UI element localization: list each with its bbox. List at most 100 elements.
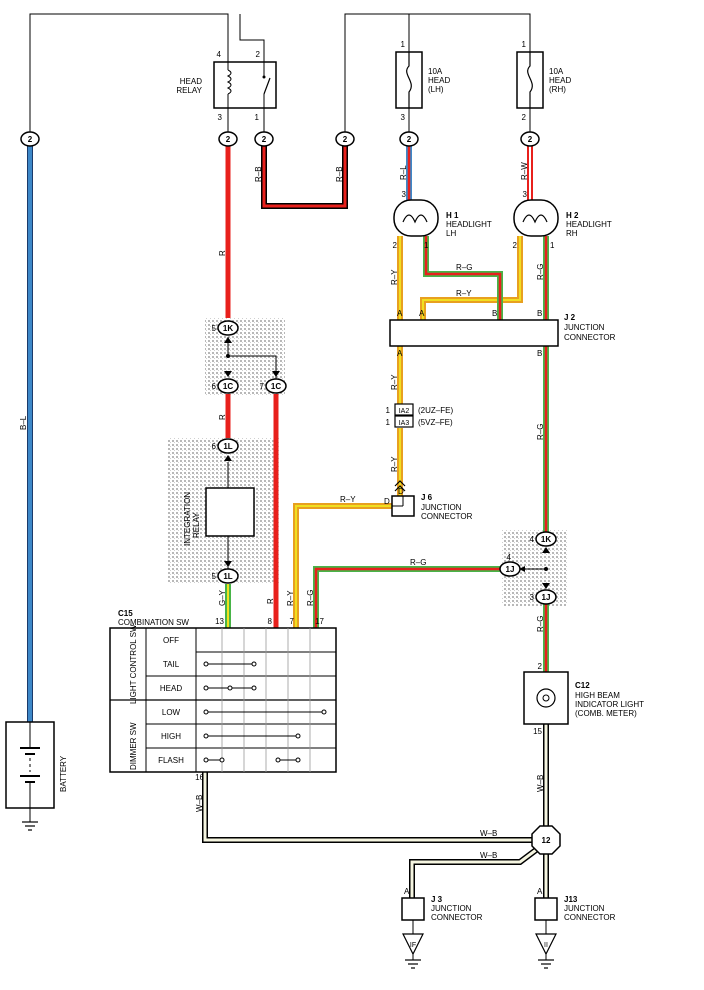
- svg-text:H 2: H 2: [566, 211, 579, 220]
- svg-text:HIGH: HIGH: [161, 732, 181, 741]
- svg-text:IA3: IA3: [399, 420, 410, 427]
- svg-text:LIGHT CONTROL SW: LIGHT CONTROL SW: [129, 624, 138, 704]
- svg-text:5: 5: [212, 324, 217, 333]
- svg-text:H 1: H 1: [446, 211, 459, 220]
- svg-text:A: A: [419, 309, 425, 318]
- battery: BATTERY: [5, 721, 68, 831]
- svg-text:J13: J13: [564, 895, 578, 904]
- svg-text:CONNECTOR: CONNECTOR: [564, 913, 616, 922]
- svg-text:R: R: [218, 414, 227, 420]
- svg-text:1C: 1C: [223, 382, 233, 391]
- svg-text:CONNECTOR: CONNECTOR: [421, 512, 473, 521]
- svg-text:B: B: [492, 309, 497, 318]
- connector-1j-3: 1J: [535, 589, 557, 605]
- wire-r-g: [313, 236, 549, 672]
- svg-text:1: 1: [386, 406, 391, 415]
- svg-text:7: 7: [260, 382, 265, 391]
- svg-text:3: 3: [523, 190, 528, 199]
- pin-numbers: 5 6 7 6 5 4 4 3 13 8 7 17 16 2 15: [195, 324, 542, 782]
- svg-text:CONNECTOR: CONNECTOR: [564, 333, 616, 342]
- head-relay: HEAD RELAY 4 2 3 1: [176, 50, 277, 122]
- svg-text:1K: 1K: [223, 324, 233, 333]
- svg-text:J 6: J 6: [421, 493, 433, 502]
- svg-text:INDICATOR LIGHT: INDICATOR LIGHT: [575, 700, 644, 709]
- svg-text:1L: 1L: [223, 572, 232, 581]
- svg-text:2: 2: [522, 113, 527, 122]
- wire-r-y: [293, 236, 523, 628]
- svg-text:RELAY: RELAY: [192, 512, 201, 538]
- svg-text:II: II: [544, 942, 548, 949]
- combination-switch-c15: C15 COMBINATION SW LIGHT CONTROL SW DIMM…: [109, 609, 337, 773]
- svg-text:INTEGRATION: INTEGRATION: [183, 492, 192, 546]
- svg-text:(RH): (RH): [549, 85, 566, 94]
- svg-text:5: 5: [212, 572, 217, 581]
- svg-text:4: 4: [217, 50, 222, 59]
- wire-r-b: [261, 146, 348, 209]
- svg-text:J 2: J 2: [564, 313, 576, 322]
- svg-text:12: 12: [542, 836, 551, 845]
- svg-text:B–L: B–L: [19, 415, 28, 430]
- svg-text:C15: C15: [118, 609, 133, 618]
- svg-text:R: R: [218, 250, 227, 256]
- svg-text:2: 2: [28, 135, 33, 144]
- svg-text:17: 17: [315, 617, 324, 626]
- svg-text:R–Y: R–Y: [390, 456, 399, 472]
- connector-2-battery: 2: [20, 131, 40, 147]
- junction-connector-j6: D D J 6 JUNCTION CONNECTOR: [384, 480, 473, 521]
- svg-text:HEAD: HEAD: [549, 76, 571, 85]
- svg-text:W–B: W–B: [480, 829, 497, 838]
- svg-text:R–Y: R–Y: [340, 495, 356, 504]
- svg-text:(LH): (LH): [428, 85, 444, 94]
- svg-text:1J: 1J: [506, 565, 515, 574]
- svg-text:3: 3: [402, 190, 407, 199]
- svg-text:OFF: OFF: [163, 636, 179, 645]
- svg-text:G–Y: G–Y: [218, 589, 227, 606]
- svg-text:3: 3: [401, 113, 406, 122]
- svg-text:HIGH BEAM: HIGH BEAM: [575, 691, 620, 700]
- splice-12: 12: [531, 825, 561, 855]
- svg-text:JUNCTION: JUNCTION: [431, 904, 472, 913]
- svg-text:1K: 1K: [541, 535, 551, 544]
- connector-1k-left: 1K: [217, 320, 239, 336]
- svg-text:B: B: [537, 309, 542, 318]
- svg-text:2: 2: [226, 135, 231, 144]
- svg-text:16: 16: [195, 773, 204, 782]
- svg-text:HEAD: HEAD: [180, 77, 202, 86]
- junction-connector-j13: A II J13 JUNCTION CONNECTOR: [534, 887, 616, 969]
- connector-2-fuse-lh: 2: [399, 131, 419, 147]
- connector-ia2-ia3: IA2 IA3 1 1 (2UZ–FE) (5VZ–FE): [386, 403, 453, 428]
- svg-text:DIMMER SW: DIMMER SW: [129, 722, 138, 770]
- svg-text:D: D: [384, 497, 390, 506]
- svg-text:B: B: [537, 349, 542, 358]
- connector-1l-5: 1L: [217, 568, 239, 584]
- svg-text:JUNCTION: JUNCTION: [564, 904, 605, 913]
- svg-text:IA2: IA2: [399, 408, 410, 415]
- svg-text:2: 2: [262, 135, 267, 144]
- svg-text:2: 2: [343, 135, 348, 144]
- svg-text:8: 8: [268, 617, 273, 626]
- wire-labels: B–L R–B R–B R R G–Y R R–Y R–G R–L R–W R–…: [19, 162, 545, 860]
- svg-text:10A: 10A: [428, 67, 443, 76]
- svg-text:RH: RH: [566, 229, 578, 238]
- svg-text:3: 3: [218, 113, 223, 122]
- svg-text:D: D: [398, 487, 404, 496]
- connector-2-rb: 2: [335, 131, 355, 147]
- svg-text:(2UZ–FE): (2UZ–FE): [418, 406, 453, 415]
- svg-text:A: A: [404, 887, 410, 896]
- svg-text:HEADLIGHT: HEADLIGHT: [566, 220, 612, 229]
- svg-text:15: 15: [533, 727, 542, 736]
- fuse-head-rh: 1 2 10A HEAD (RH): [516, 40, 571, 122]
- svg-text:2: 2: [407, 135, 412, 144]
- svg-text:W–B: W–B: [195, 795, 204, 812]
- svg-text:R–G: R–G: [536, 264, 545, 280]
- svg-text:W–B: W–B: [480, 851, 497, 860]
- svg-text:HEADLIGHT: HEADLIGHT: [446, 220, 492, 229]
- wire-w-b: [202, 724, 549, 898]
- connector-1c-6: 1C: [217, 378, 239, 394]
- junction-connector-j3: A IF J 3 JUNCTION CONNECTOR: [401, 887, 483, 969]
- fuse-head-lh: 1 3 10A HEAD (LH): [395, 40, 450, 122]
- svg-text:A: A: [397, 349, 403, 358]
- svg-text:COMBINATION SW: COMBINATION SW: [118, 618, 189, 627]
- svg-text:R: R: [266, 598, 275, 604]
- svg-text:R–Y: R–Y: [390, 269, 399, 285]
